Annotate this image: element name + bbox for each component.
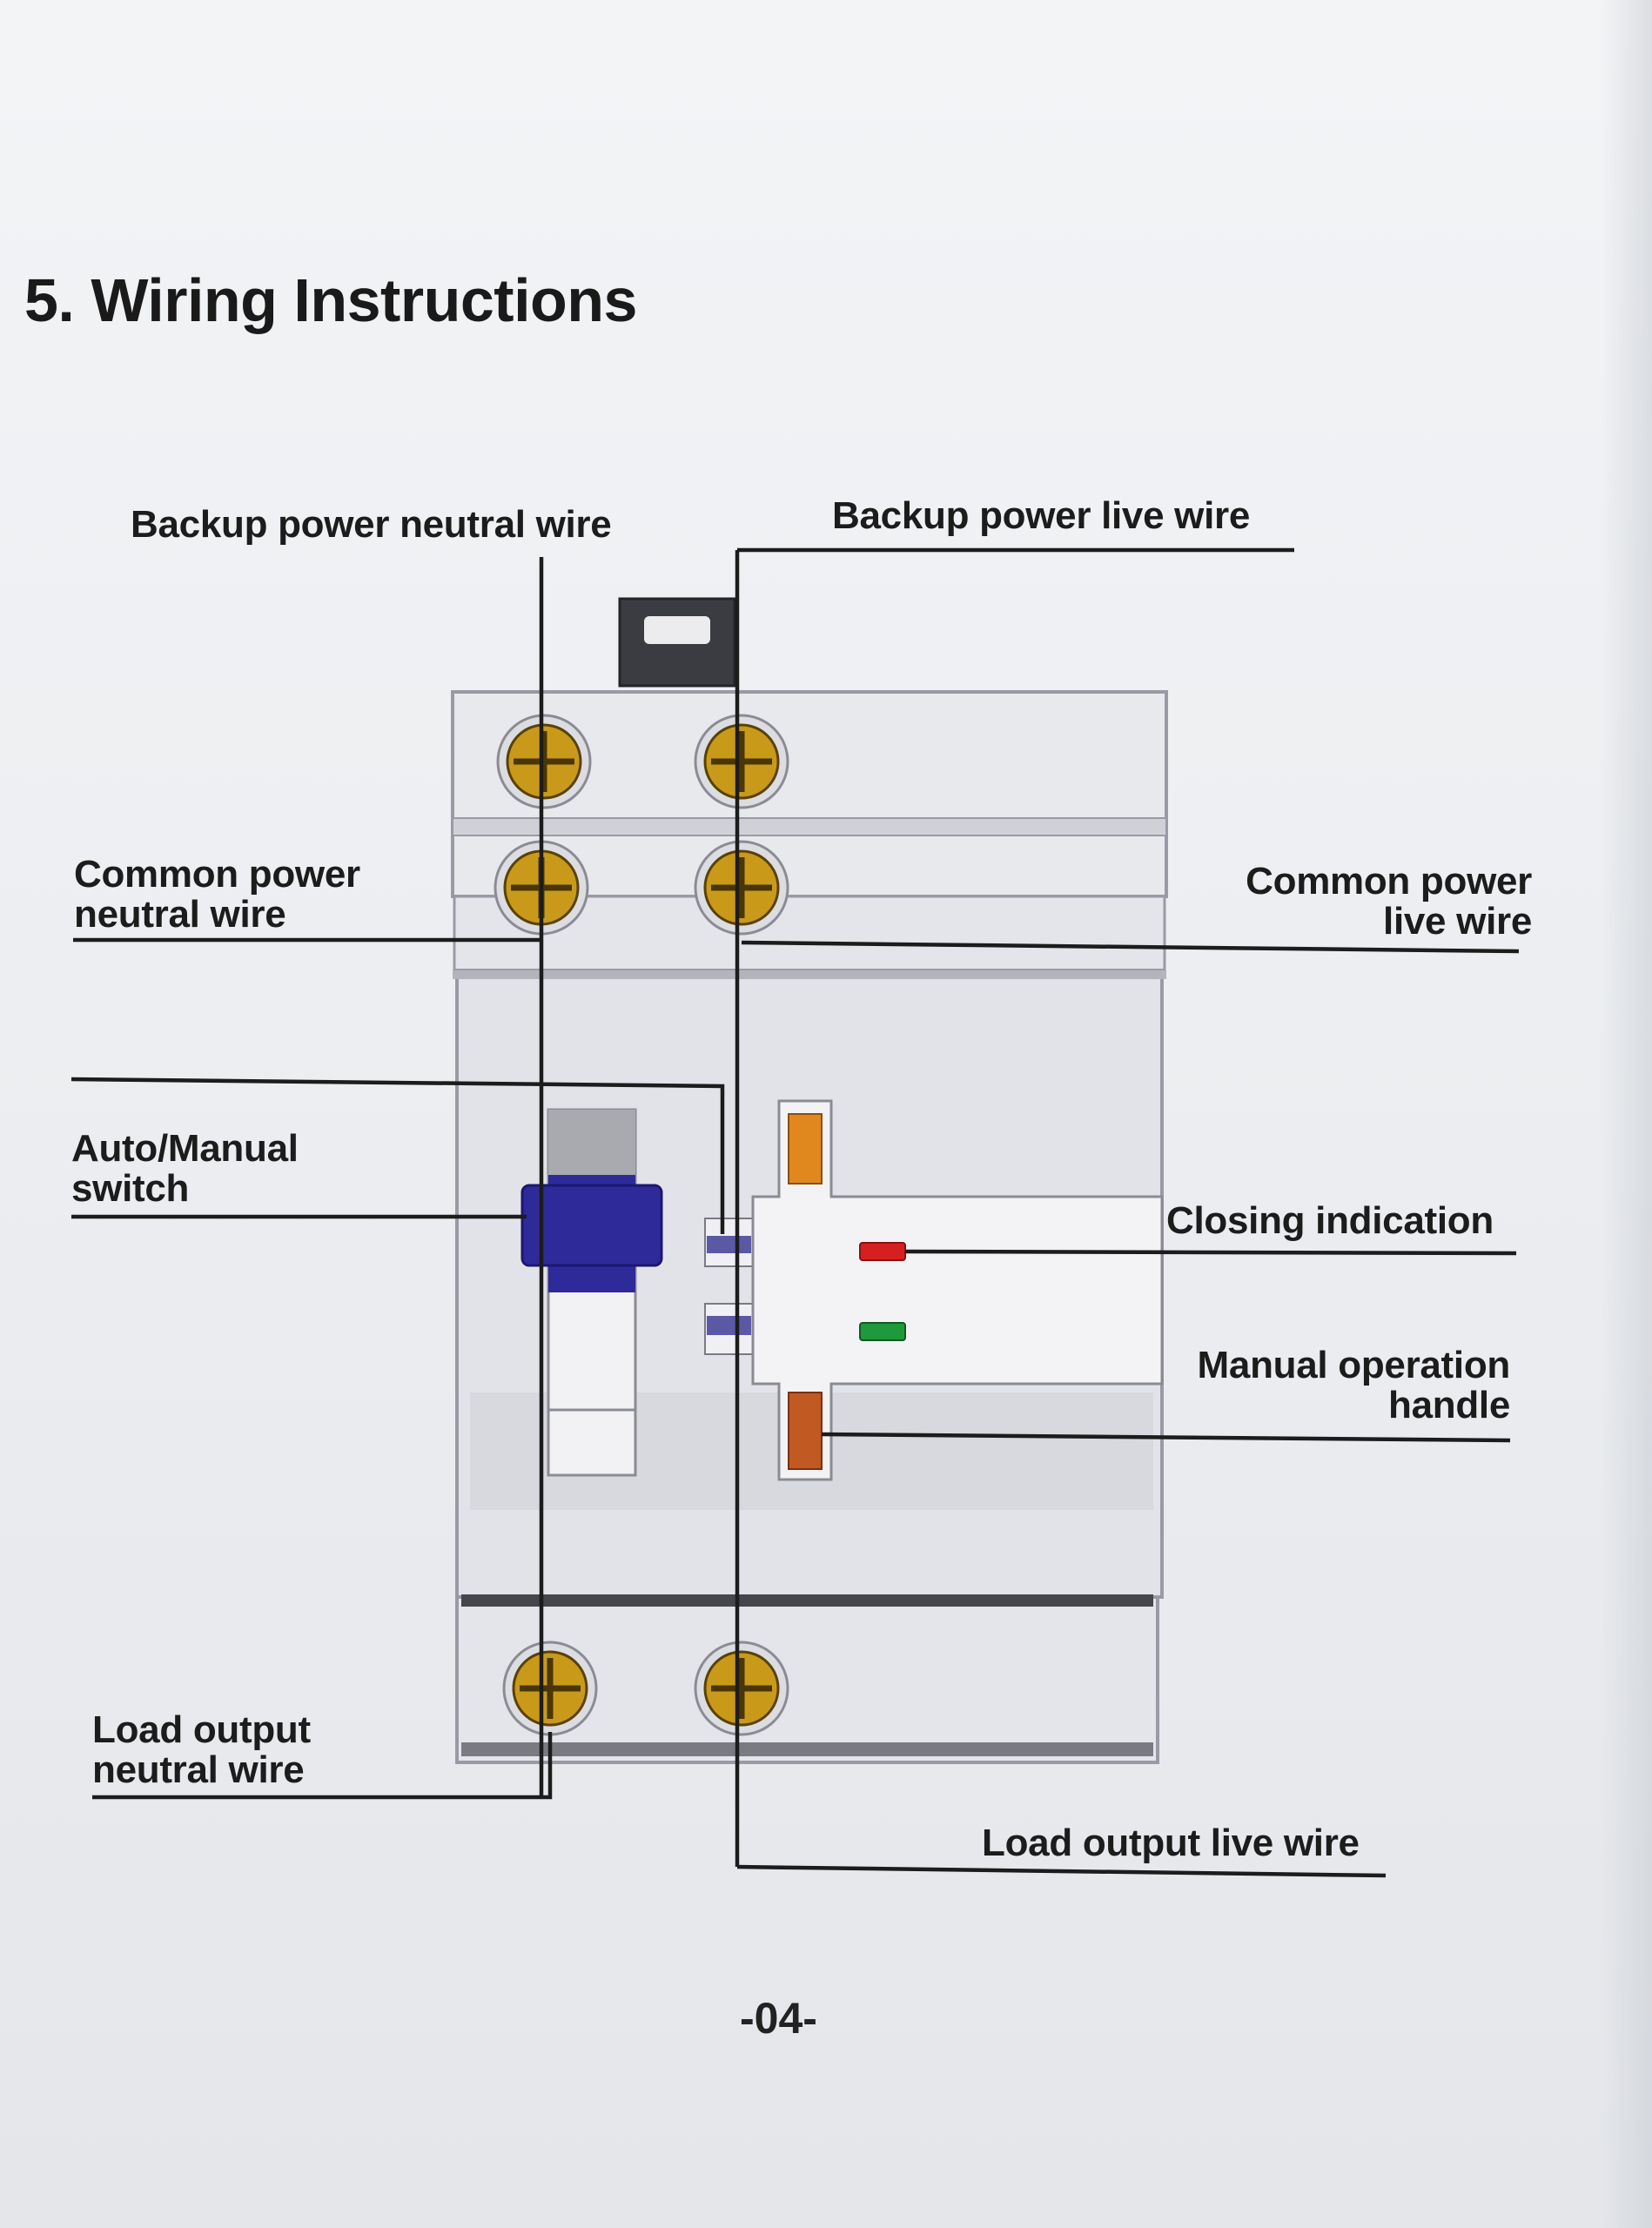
- closing-led-icon: [859, 1242, 906, 1261]
- label-manual-handle-line1: Manual operation: [1197, 1344, 1511, 1386]
- leader-lines: [71, 547, 1520, 1878]
- terminal-backup-neutral-icon: [496, 714, 592, 809]
- manual-handle-top[interactable]: [788, 1113, 823, 1184]
- label-backup-live: Backup power live wire: [832, 494, 1251, 537]
- label-common-live-line2: live wire: [1383, 900, 1532, 943]
- label-load-neutral-line2: neutral wire: [92, 1748, 305, 1791]
- side-slider-lower: [704, 1303, 754, 1355]
- label-manual-handle: Manual operation handle: [1132, 1344, 1511, 1426]
- terminal-common-live-icon: [694, 840, 789, 936]
- label-closing-indication: Closing indication: [1166, 1199, 1494, 1242]
- page-number: -04-: [740, 1994, 817, 2043]
- label-common-live-line1: Common power: [1246, 860, 1532, 903]
- din-rail-clip: [618, 597, 736, 688]
- manual-handle-bottom[interactable]: [788, 1392, 823, 1470]
- label-auto-manual-switch: Auto/Manual switch: [71, 1129, 299, 1209]
- label-load-live: Load output live wire: [982, 1822, 1360, 1864]
- section-heading: 5. Wiring Instructions: [24, 266, 637, 334]
- label-auto-manual-line1: Auto/Manual: [71, 1127, 299, 1170]
- label-common-neutral-line2: neutral wire: [74, 893, 286, 936]
- control-module: [751, 1099, 1164, 1481]
- terminal-load-neutral-icon: [502, 1641, 598, 1736]
- side-slider-upper: [704, 1218, 754, 1267]
- terminal-load-live-icon: [694, 1641, 789, 1736]
- auto-manual-switch[interactable]: [520, 1108, 663, 1477]
- page-edge-shadow: [1600, 0, 1652, 2228]
- label-common-neutral-line1: Common power: [74, 853, 360, 896]
- label-load-neutral: Load output neutral wire: [92, 1710, 311, 1790]
- terminal-backup-live-icon: [694, 714, 789, 809]
- label-load-neutral-line1: Load output: [92, 1708, 311, 1751]
- label-common-live: Common power live wire: [1188, 862, 1532, 942]
- standby-led-icon: [859, 1322, 906, 1341]
- label-auto-manual-line2: switch: [71, 1167, 190, 1210]
- label-backup-neutral: Backup power neutral wire: [131, 503, 612, 546]
- label-common-neutral: Common power neutral wire: [74, 855, 360, 935]
- label-manual-handle-line2: handle: [1388, 1384, 1510, 1426]
